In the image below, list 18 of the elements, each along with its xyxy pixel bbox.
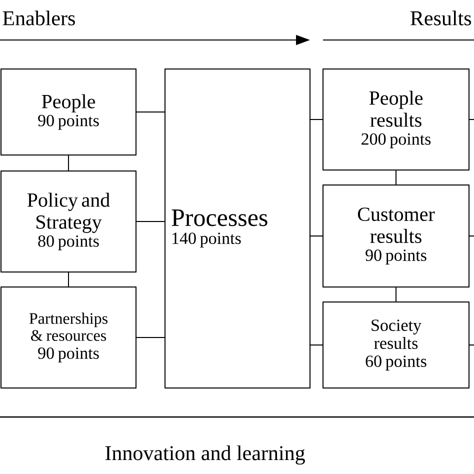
connector-line	[469, 119, 474, 120]
box: People 90 points	[0, 68, 136, 156]
connector-line	[136, 337, 165, 338]
box: People results 200 points	[322, 68, 470, 170]
box: Processes 140 points	[164, 68, 310, 388]
section-label: Results	[410, 10, 472, 26]
section-label: Innovation and learning	[105, 445, 305, 465]
connector-line	[136, 221, 165, 222]
box: Society results 60 points	[322, 302, 470, 388]
connector-line	[469, 344, 474, 346]
connector-line	[310, 119, 323, 120]
connector-line	[68, 155, 69, 171]
section-label: Enablers	[2, 10, 75, 26]
box: Policy and Strategy 80 points	[0, 170, 136, 272]
connector-line	[68, 272, 69, 287]
box: Customer results 90 points	[322, 184, 470, 288]
connector-line	[310, 344, 323, 346]
box: Partnerships & resources 90 points	[0, 286, 136, 388]
